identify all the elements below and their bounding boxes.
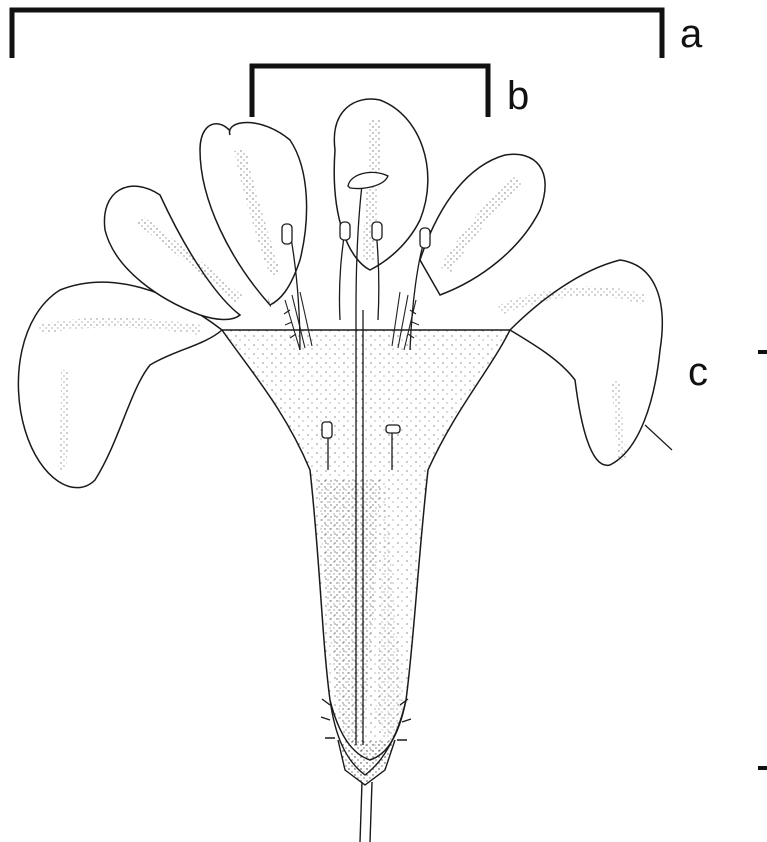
petal-left-outer: [18, 282, 222, 488]
label-b: b: [507, 76, 529, 116]
corolla-tube: [222, 310, 510, 760]
bracket-a: [12, 10, 662, 58]
label-c: c: [688, 352, 708, 392]
bracket-c: [758, 352, 767, 768]
label-a: a: [680, 14, 702, 54]
pedicel: [360, 782, 372, 842]
